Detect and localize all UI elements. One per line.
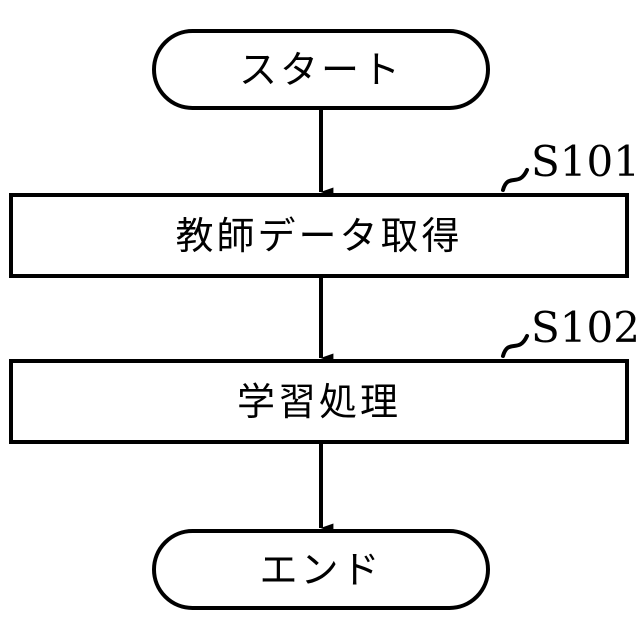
step-tag-s102: S102 bbox=[531, 303, 640, 352]
node-start[interactable] bbox=[152, 29, 490, 110]
step-tag-s101: S101 bbox=[531, 137, 640, 186]
node-end[interactable] bbox=[152, 529, 490, 610]
leader-line-s102 bbox=[501, 334, 529, 358]
node-learning-process[interactable] bbox=[9, 359, 629, 444]
leader-line-s101 bbox=[501, 168, 529, 192]
node-get-teacher-data[interactable] bbox=[9, 193, 629, 278]
